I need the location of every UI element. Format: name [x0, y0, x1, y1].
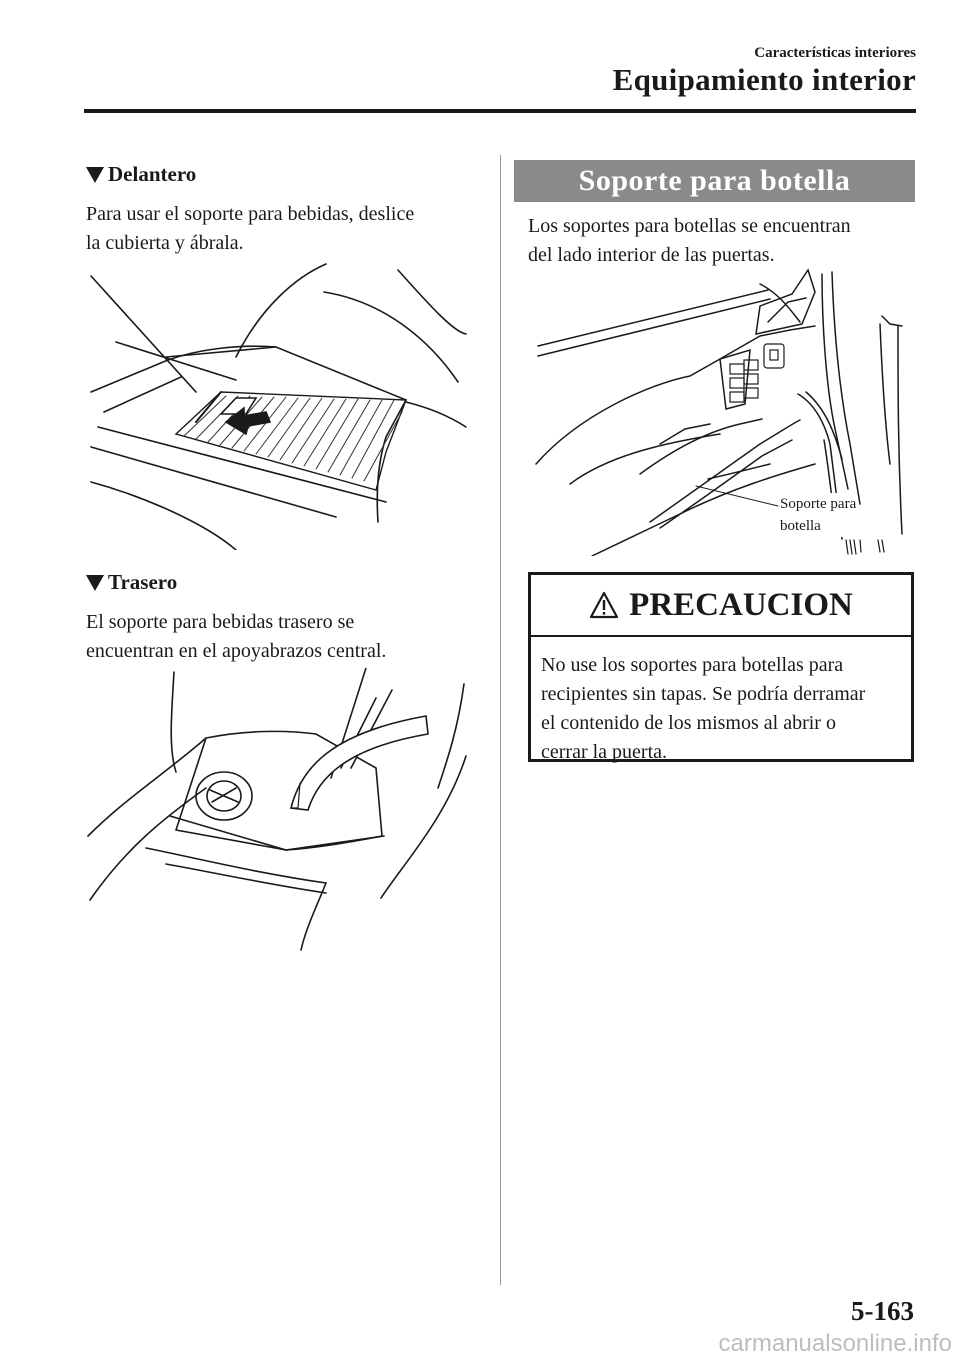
bottle-holder-body: Los soportes para botellas se encuentran…	[528, 212, 851, 270]
callout-line: botella	[780, 518, 821, 534]
header-rule	[84, 109, 916, 113]
caution-line: el contenido de los mismos al abrir o	[541, 712, 836, 734]
rear-cupholder-illustration	[87, 668, 467, 951]
callout-line: Soporte para	[780, 496, 857, 512]
front-body-line: Para usar el soporte para bebidas, desli…	[86, 203, 415, 225]
caution-line: recipientes sin tapas. Se podría derrama…	[541, 683, 866, 705]
bottle-body-line: del lado interior de las puertas.	[528, 244, 775, 266]
caution-body: No use los soportes para botellas para r…	[531, 637, 911, 767]
column-divider	[500, 155, 501, 1285]
caution-box: PRECAUCION No use los soportes para bote…	[528, 572, 914, 763]
front-body: Para usar el soporte para bebidas, desli…	[86, 200, 414, 258]
section-title: Equipamiento interior	[612, 62, 916, 97]
caution-line: No use los soportes para botellas para	[541, 654, 844, 676]
rear-heading: Trasero	[86, 570, 177, 595]
rear-body-line: El soporte para bebidas trasero se	[86, 611, 355, 633]
door-bottle-holder-illustration	[535, 268, 903, 556]
warning-triangle-icon	[590, 591, 619, 619]
front-heading-text: Delantero	[108, 162, 197, 186]
page-number: 5-163	[851, 1296, 914, 1326]
front-heading: Delantero	[86, 162, 196, 187]
front-body-line: la cubierta y ábrala.	[86, 232, 244, 254]
bottle-holder-banner: Soporte para botella	[514, 160, 915, 202]
front-cupholder-illustration	[90, 263, 467, 550]
rear-body-line: encuentran en el apoyabrazos central.	[86, 640, 387, 662]
rear-heading-text: Trasero	[108, 570, 178, 594]
chapter-title: Características interiores	[754, 45, 916, 61]
caution-header: PRECAUCION	[531, 575, 911, 635]
caution-rule	[531, 635, 911, 637]
caution-title: PRECAUCION	[629, 586, 853, 623]
bottle-holder-callout: Soporte para botella	[780, 493, 857, 537]
caution-line: cerrar la puerta.	[541, 741, 668, 763]
rear-body: El soporte para bebidas trasero se encue…	[86, 608, 386, 666]
triangle-down-icon	[86, 574, 104, 591]
watermark: carmanualsonline.info	[718, 1330, 952, 1357]
triangle-down-icon	[86, 166, 104, 183]
bottle-body-line: Los soportes para botellas se encuentran	[528, 215, 851, 237]
